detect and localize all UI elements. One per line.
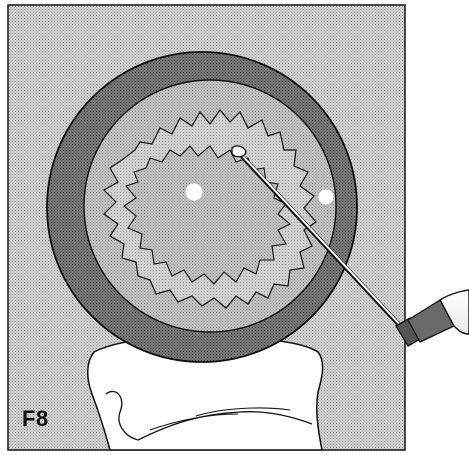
- white-hole: [186, 184, 202, 200]
- figure-label: F8: [22, 408, 49, 430]
- white-hole: [319, 190, 333, 204]
